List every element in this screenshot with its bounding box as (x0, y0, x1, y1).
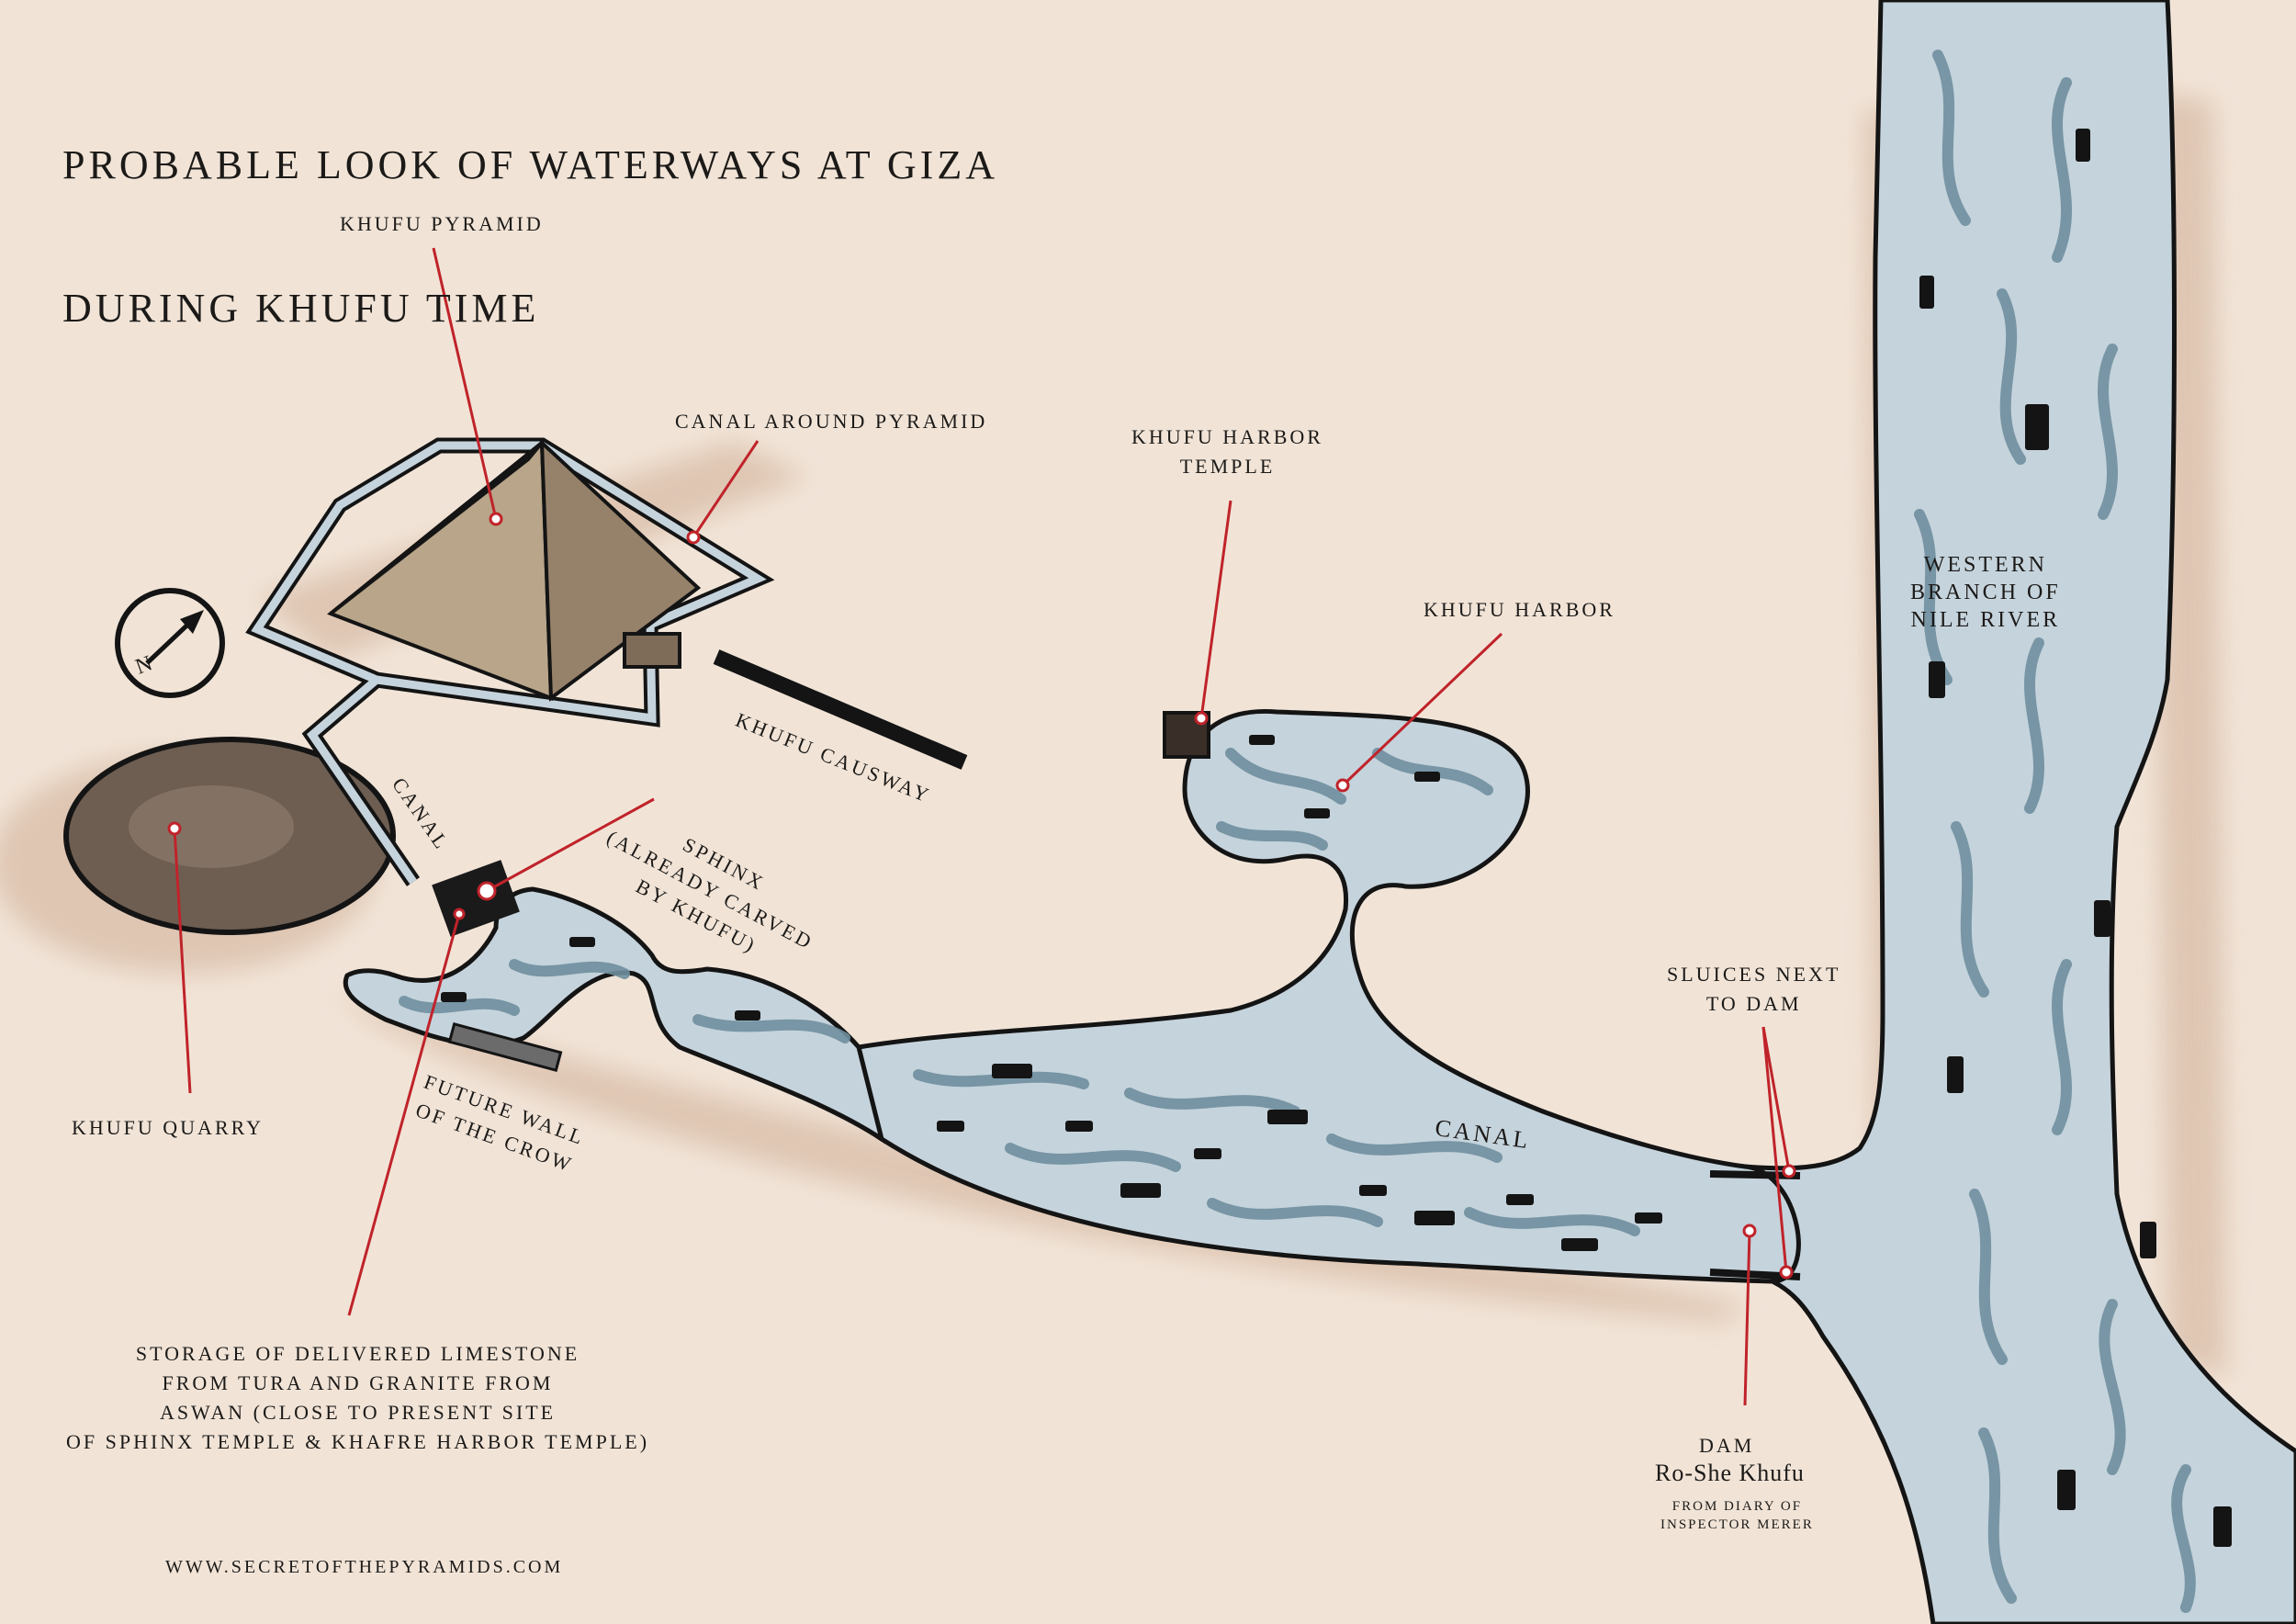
label-khufu-quarry: KHUFU QUARRY (72, 1116, 264, 1139)
pyramid-temple (623, 632, 681, 669)
nile-river (1742, 0, 2296, 1624)
future-wall (447, 1021, 563, 1073)
leader-markers (167, 512, 1796, 1280)
label-storage: STORAGE OF DELIVERED LIMESTONE FROM TURA… (66, 1342, 650, 1453)
map-title: PROBABLE LOOK OF WATERWAYS AT GIZA DURIN… (62, 46, 998, 380)
label-canal-around-pyramid: CANAL AROUND PYRAMID (675, 410, 988, 433)
label-khufu-harbor: KHUFU HARBOR (1424, 598, 1615, 621)
label-sluices: SLUICES NEXT TO DAM (1667, 963, 1841, 1015)
label-western-branch: WESTERN BRANCH OF NILE RIVER (1910, 553, 2061, 632)
map-title-line-2: DURING KHUFU TIME (62, 286, 540, 331)
quarry-highlight (129, 785, 294, 868)
label-khufu-pyramid: KHUFU PYRAMID (340, 212, 544, 235)
sphinx-basin (343, 886, 885, 1145)
compass-icon (115, 588, 225, 698)
water-swirls (399, 50, 2196, 1613)
canal-and-harbor (827, 708, 1801, 1284)
map-title-line-1: PROBABLE LOOK OF WATERWAYS AT GIZA (62, 142, 998, 187)
label-dam-name: Ro-She Khufu (1655, 1460, 1805, 1486)
storage-block (432, 860, 520, 937)
website-text: WWW.SECRETOFTHEPYRAMIDS.COM (165, 1557, 564, 1577)
label-dam: DAM (1699, 1434, 1755, 1457)
leader-lines (173, 247, 1791, 1406)
label-khufu-harbor-temple: KHUFU HARBOR TEMPLE (1131, 425, 1323, 478)
label-dam-source: FROM DIARY OF INSPECTOR MERER (1660, 1499, 1814, 1532)
boats (441, 129, 2232, 1547)
